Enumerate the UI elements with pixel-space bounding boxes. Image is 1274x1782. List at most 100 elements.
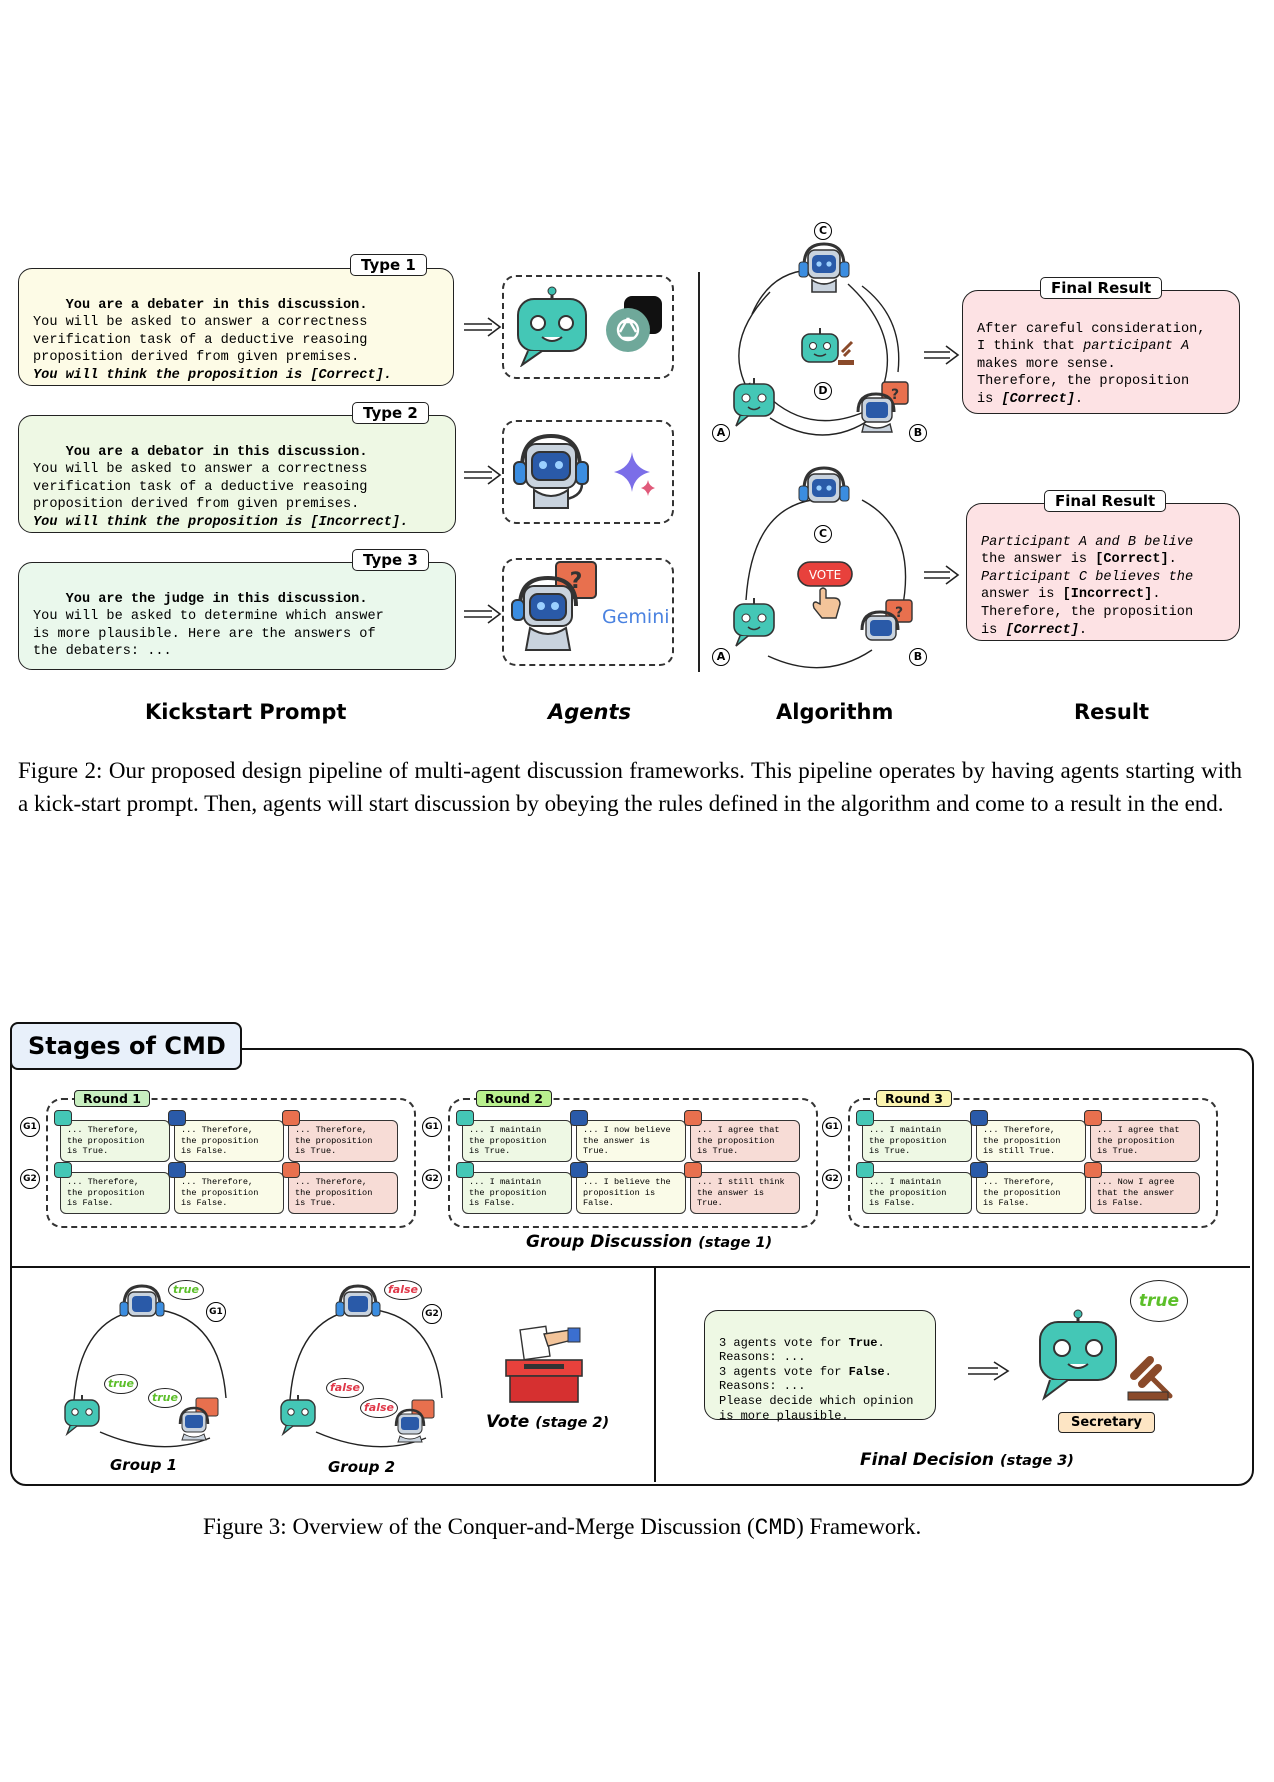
arrow-icons-to-result [924,345,960,585]
chatbot-icon [456,1110,474,1126]
stage1-divider [10,1266,1250,1268]
gavel-icon [1127,1356,1173,1401]
arrow-icons-prompt-to-agent [464,317,502,624]
agent-box-gemini-spark [502,420,674,524]
robot-d-judge-icon [801,328,854,365]
discussion-message: ... Therefore, the proposition is False. [174,1172,284,1214]
group1-headset-robot-icon [119,1284,165,1317]
prompt-type1: You are a debater in this discussion. Yo… [18,268,454,386]
group-label-g1: G1 [422,1117,442,1137]
prompt-type2: You are a debator in this discussion. Yo… [18,415,456,533]
headset-robot-icon [570,1110,588,1126]
group1-chatbot-icon [64,1395,100,1437]
group-label-g2: G2 [822,1169,842,1189]
discussion-message: ... I still think the answer is True. [690,1172,800,1214]
discussion-message: ... Now I agree that the answer is False… [1090,1172,1200,1214]
confused-robot-icon [684,1110,702,1126]
final-result-1: After careful consideration, I think tha… [962,290,1240,414]
discussion-message: ... I now believe the answer is True. [576,1120,686,1162]
robot-a-icon-2 [733,598,775,647]
algorithm-diagram-bottom [745,499,907,669]
confused-robot-icon [684,1162,702,1178]
figure-2-caption: Figure 2: Our proposed design pipeline o… [18,758,1242,816]
chatbot-icon [856,1162,874,1178]
robot-b-icon: ? [856,381,909,433]
confused-robot-icon [1084,1110,1102,1126]
round-panel [848,1098,1218,1228]
circle-label-c-2: C [814,525,832,543]
headset-robot-icon [168,1162,186,1178]
group2-bubble-top: false [384,1280,422,1300]
group1-g1-label: G1 [206,1302,226,1322]
column-label-algorithm: Algorithm [776,700,894,724]
secretary-label: Secretary [1058,1412,1155,1433]
stage1-label: Group Discussion (stage 1) [526,1232,773,1252]
vote-button-label: VOTE [809,568,841,582]
stage3-label: Final Decision (stage 3) [860,1450,1074,1470]
group-label-g1: G1 [20,1117,40,1137]
discussion-message: ... Therefore, the proposition is False. [976,1172,1086,1214]
round-tag: Round 1 [74,1090,151,1107]
robot-c-headset-icon-2 [798,466,850,503]
discussion-message: ... I maintain the proposition is False. [462,1172,572,1214]
arrow-icon-to-secretary [968,1361,1010,1381]
discussion-message: ... I maintain the proposition is True. [862,1120,972,1162]
prompt-tag-type3: Type 3 [352,549,429,571]
secretary-robot-icon [1039,1309,1117,1401]
circle-label-b: B [909,424,927,442]
vote-summary-box: 3 agents vote for True. Reasons: ... 3 a… [704,1310,936,1423]
group-label-g1: G1 [822,1117,842,1137]
headset-robot-icon [570,1162,588,1178]
round-panel [46,1098,416,1228]
discussion-message: ... I maintain the proposition is True. [462,1120,572,1162]
chatbot-icon [54,1162,72,1178]
ballot-box-icon [505,1325,583,1403]
cmd-title-box [10,1022,242,1070]
chatbot-icon [456,1162,474,1178]
stage2-label: Vote (stage 2) [486,1412,610,1432]
discussion-message: ... Therefore, the proposition is True. [60,1120,170,1162]
circle-label-c: C [814,222,832,240]
chatbot-icon [54,1110,72,1126]
figure-3-caption: Figure 3: Overview of the Conquer-and-Me… [203,1514,922,1541]
group-label-g2: G2 [20,1169,40,1189]
prompt-type3: You are the judge in this discussion. Yo… [18,562,456,670]
final-result-tag-2: Final Result [1044,490,1167,512]
group1-bubble-right: true [148,1388,182,1408]
cmd-title: Stages of CMD [28,1032,226,1060]
discussion-message: ... I agree that the proposition is True… [1090,1120,1200,1162]
chatgpt-logo-icon [606,296,662,352]
round-tag: Round 3 [876,1090,953,1107]
group2-bubble-right: false [360,1398,398,1418]
discussion-message: ... I maintain the proposition is False. [862,1172,972,1214]
headset-robot-icon [970,1162,988,1178]
discussion-message: ... Therefore, the proposition is True. [288,1120,398,1162]
headset-robot-icon [513,433,589,509]
group2-g2-label: G2 [422,1304,442,1324]
column-divider [698,272,700,672]
discussion-message: ... Therefore, the proposition is False. [174,1120,284,1162]
circle-label-b-2: B [909,648,927,666]
prompt-tag-type2: Type 2 [352,402,429,424]
group2-headset-robot-icon [335,1284,381,1317]
group2-confused-robot-icon [394,1399,435,1443]
circle-label-a-2: A [712,648,730,666]
column-label-agents: Agents [548,700,632,724]
chatbot-robot-icon [517,286,587,367]
group-label-g2: G2 [422,1169,442,1189]
group2-label: Group 2 [328,1458,396,1476]
discussion-message: ... Therefore, the proposition is False. [60,1172,170,1214]
confused-robot-icon [282,1162,300,1178]
vote-button-icon: VOTE [797,561,853,619]
chatbot-icon [856,1110,874,1126]
column-label-result: Result [1074,700,1150,724]
circle-label-a: A [712,424,730,442]
final-result-tag-1: Final Result [1040,277,1163,299]
robot-a-icon [733,378,775,427]
group1-confused-robot-icon [178,1397,219,1441]
circle-label-d: D [814,382,832,400]
round-panel [448,1098,818,1228]
gemini-sparkle-icon [614,452,655,496]
svg-text:?: ? [891,387,899,403]
discussion-message: ... I agree that the proposition is True… [690,1120,800,1162]
